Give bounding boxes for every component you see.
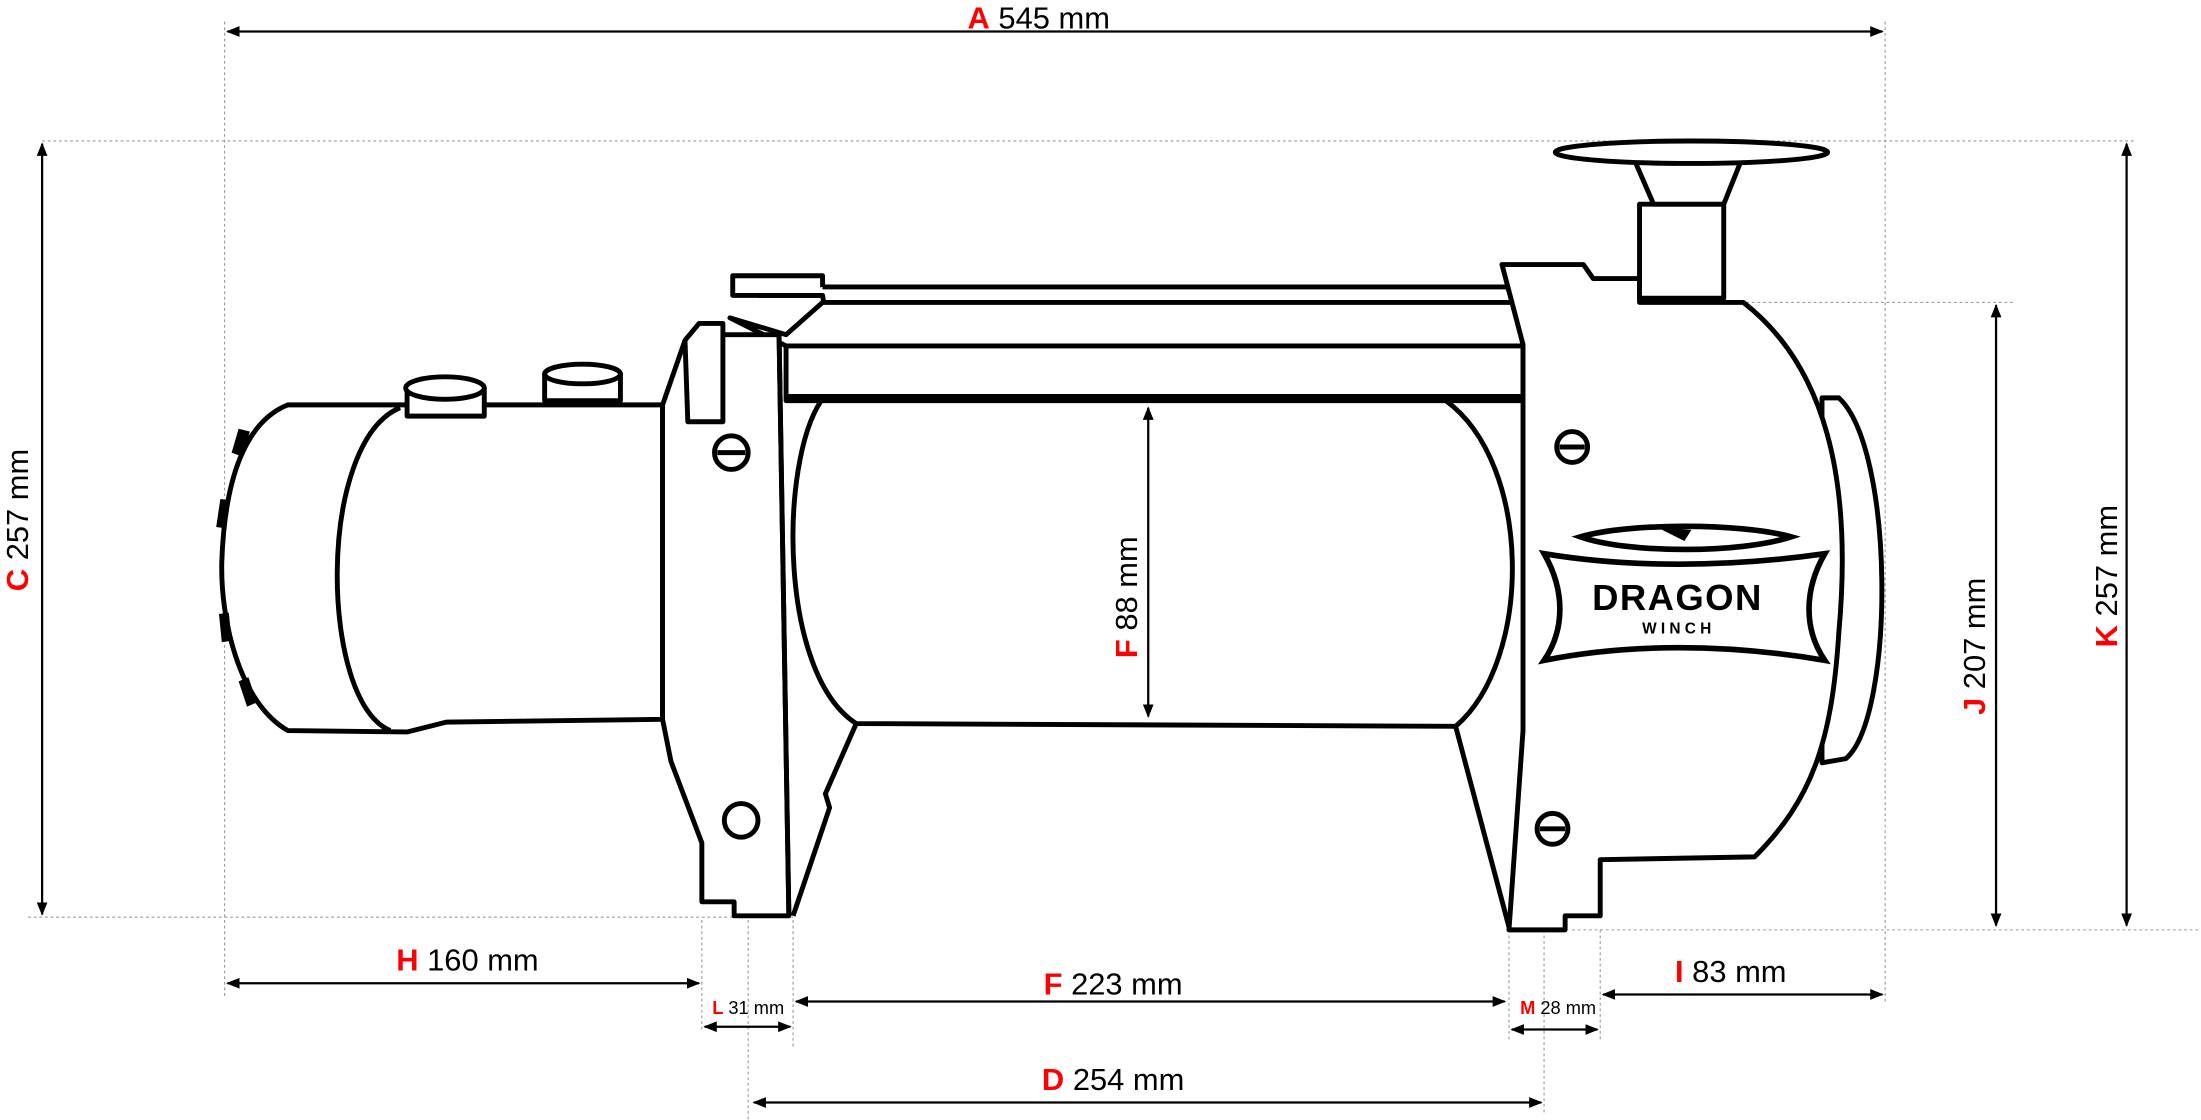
left-leg bbox=[790, 722, 859, 917]
dim-c-label: C 257 mm bbox=[0, 449, 35, 591]
dim-j-label: J 207 mm bbox=[1957, 578, 1992, 715]
dimension-labels: A 545 mm C 257 mm K 257 mm J 207 mm F 88… bbox=[0, 1, 2124, 1097]
logo-sub: WINCH bbox=[1642, 621, 1715, 638]
tie-bars bbox=[727, 273, 1526, 404]
left-end-plate bbox=[660, 321, 792, 919]
dim-f-label: F 223 mm bbox=[1044, 966, 1183, 1001]
clutch-handle[interactable] bbox=[1552, 138, 1831, 301]
dim-d-label: D 254 mm bbox=[1042, 1062, 1184, 1097]
dragon-winch-logo: DRAGON WINCH bbox=[1537, 523, 1831, 665]
dim-h-label: H 160 mm bbox=[396, 943, 538, 978]
dim-l-label: L 31 mm bbox=[712, 997, 784, 1018]
gearbox-housing bbox=[1499, 262, 1885, 933]
motor bbox=[216, 361, 666, 735]
extension-lines bbox=[28, 21, 2201, 1120]
dim-a-label: A 545 mm bbox=[968, 1, 1110, 36]
dim-f-drum-label: F 88 mm bbox=[1109, 536, 1144, 658]
dim-i-label: I 83 mm bbox=[1675, 954, 1787, 989]
logo-brand: DRAGON bbox=[1592, 577, 1763, 618]
dimension-arrows bbox=[36, 26, 2132, 1108]
dim-m-label: M 28 mm bbox=[1520, 997, 1596, 1018]
right-leg bbox=[1453, 725, 1512, 928]
drum bbox=[790, 398, 1515, 729]
winch-drawing: DRAGON WINCH bbox=[216, 138, 1885, 933]
dim-k-label: K 257 mm bbox=[2089, 505, 2124, 647]
